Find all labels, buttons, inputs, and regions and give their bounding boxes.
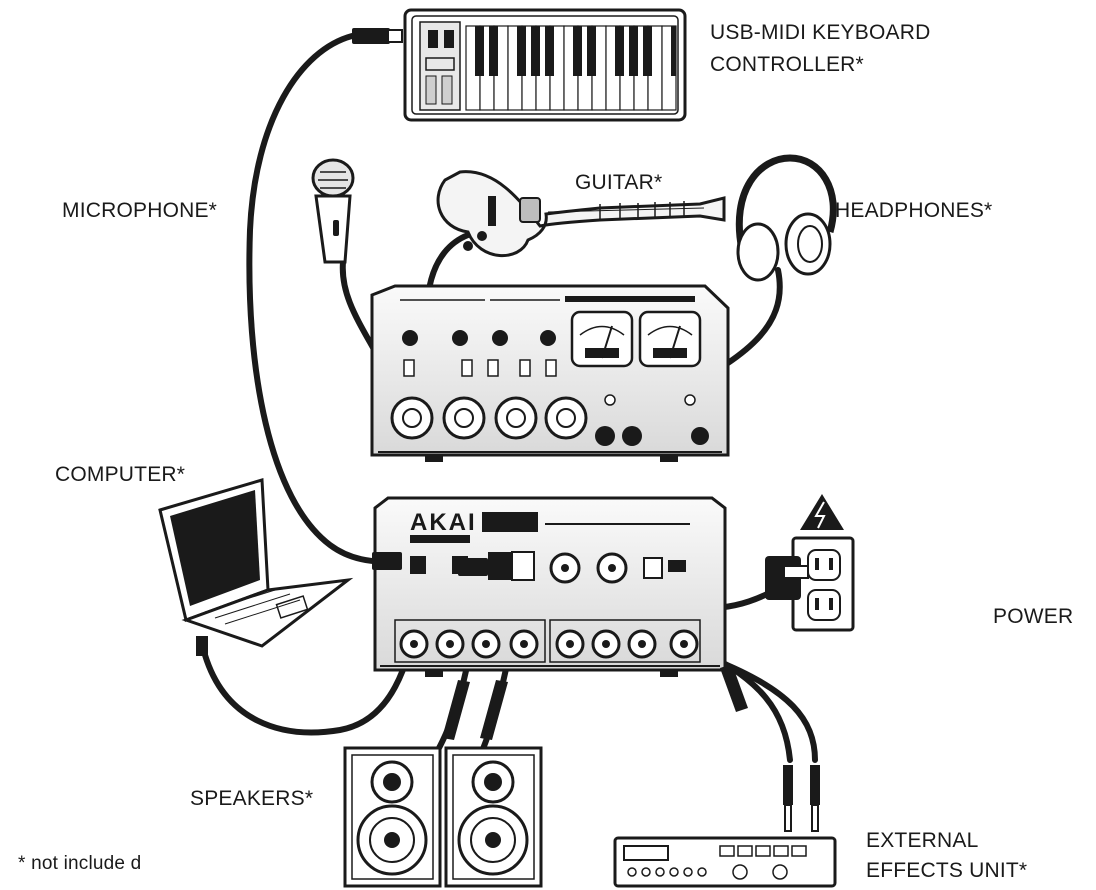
effects-label-line2: EFFECTS UNIT* [866,859,1028,882]
rear-panel-icon: AKAI [372,496,727,677]
headphones-label: HEADPHONES* [835,199,993,222]
guitar-label: GUITAR* [575,171,663,194]
effects-unit-icon [613,664,837,888]
computer-label: COMPUTER* [55,463,186,486]
akai-logo: AKAI [410,509,477,536]
keyboard-label-line2: CONTROLLER* [710,53,864,76]
power-label: POWER [993,605,1074,628]
speaker-icon [343,746,442,888]
microphone-label: MICROPHONE* [62,199,218,222]
power-outlet-icon [791,536,855,632]
effects-label-line1: EXTERNAL [866,829,979,852]
laptop-icon [158,478,354,656]
speaker-icon [444,746,543,888]
warning-icon [800,494,844,530]
footnote: * not include d [18,853,142,874]
power-adapter-icon [765,556,809,600]
speakers-label: SPEAKERS* [190,787,314,810]
keyboard-icon [352,8,687,122]
keyboard-label-line1: USB-MIDI KEYBOARD [710,21,931,44]
audio-interface-icon [370,284,730,462]
